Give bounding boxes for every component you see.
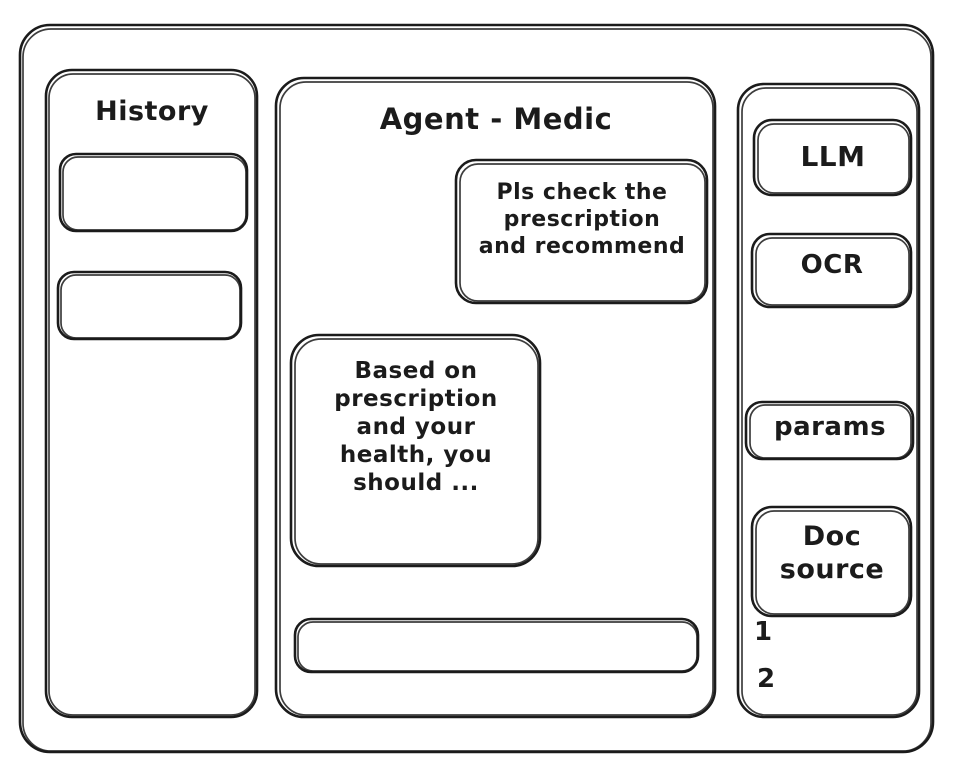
history-list-item[interactable]	[56, 270, 244, 342]
agent-message-bubble: Based on prescription and your health, y…	[289, 333, 543, 569]
tool-button-params-label: params	[773, 412, 887, 442]
user-message-bubble: Pls check the prescription and recommend	[454, 158, 710, 306]
agent-message-text: Based on prescription and your health, y…	[334, 358, 498, 497]
doc-source-list-item[interactable]: 1	[754, 617, 773, 647]
tool-button-llm-label: LLM	[800, 140, 866, 173]
tool-button-ocr-label: OCR	[800, 250, 864, 280]
user-message-text: Pls check the prescription and recommend	[478, 180, 686, 259]
tool-button-doc-source-label: Doc source	[779, 521, 885, 585]
history-panel-title: History	[95, 96, 209, 127]
doc-source-list-item[interactable]: 2	[757, 664, 776, 694]
tool-button-llm[interactable]: LLM	[752, 118, 914, 198]
tool-button-ocr[interactable]: OCR	[750, 232, 914, 310]
tool-button-doc-source[interactable]: Doc source	[750, 505, 914, 619]
tool-button-params[interactable]: params	[744, 400, 916, 462]
history-list-item[interactable]	[58, 152, 250, 234]
page-title: Agent - Medic	[379, 102, 613, 136]
message-input[interactable]	[293, 617, 701, 675]
